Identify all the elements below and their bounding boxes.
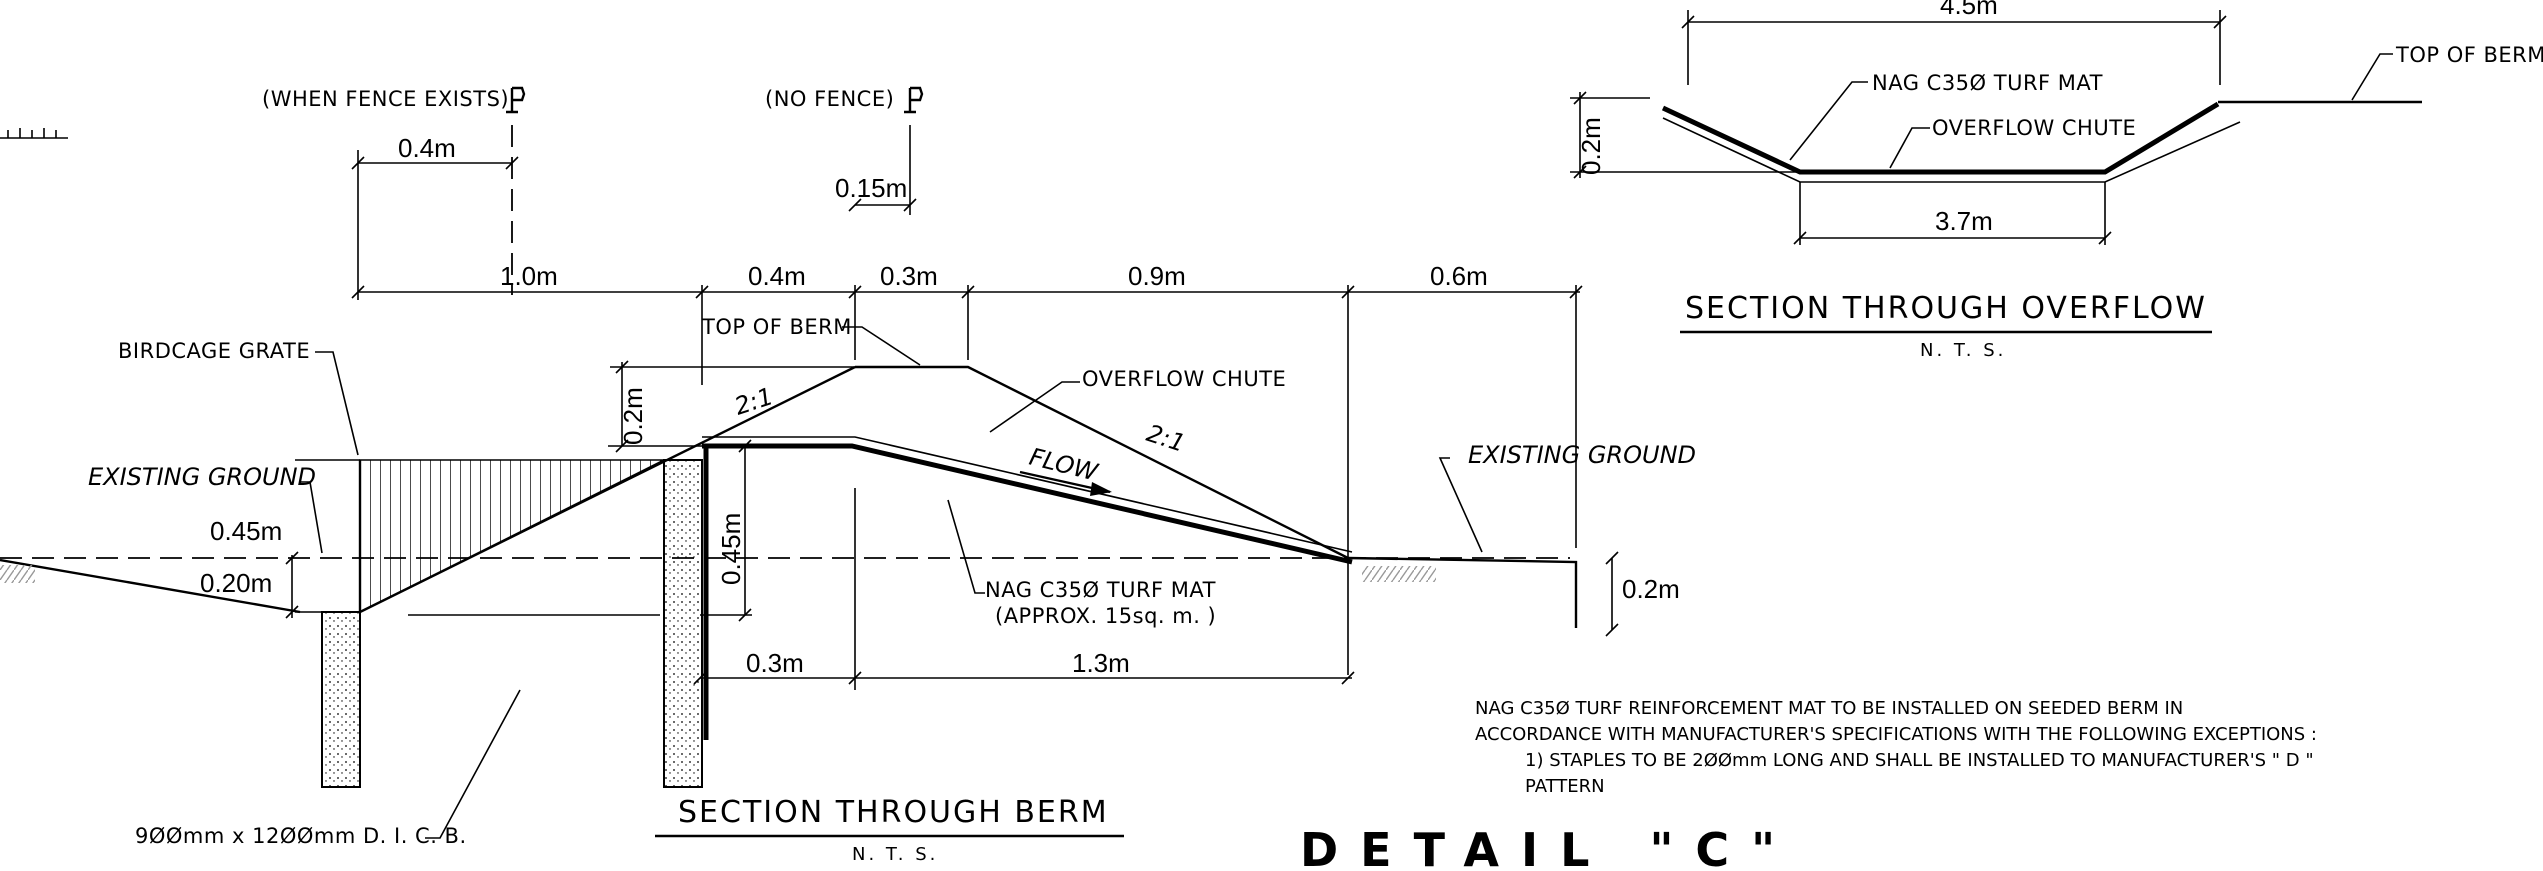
catchbasin-wall-left bbox=[321, 611, 361, 788]
note-line-1: NAG C35Ø TURF REINFORCEMENT MAT TO BE IN… bbox=[1475, 698, 2183, 719]
dim-045-vert: 0.45m bbox=[716, 513, 746, 585]
berm-section: (WHEN FENCE EXISTS) (NO FENCE) 0.4m 0.15… bbox=[0, 86, 1696, 865]
dim-chain-top bbox=[351, 285, 1583, 675]
dim-06: 0.6m bbox=[1430, 261, 1488, 291]
leader-lines bbox=[300, 326, 1483, 839]
flow-arrow-icon bbox=[1019, 470, 1112, 496]
dim-line-berm-height bbox=[608, 360, 855, 453]
ground-slope-left bbox=[0, 558, 301, 614]
turf-mat-label-2: (APPROX. 15sq. m. ) bbox=[995, 604, 1216, 628]
ground-symbol-icon bbox=[0, 128, 68, 139]
note-line-4: PATTERN bbox=[1525, 776, 1605, 797]
no-fence-label: (NO FENCE) bbox=[765, 87, 894, 111]
berm-section-scale: N. T. S. bbox=[852, 844, 938, 865]
dim-line-37 bbox=[1793, 182, 2112, 245]
gravel-hatch-right bbox=[1362, 566, 1436, 582]
dim-03-bottom: 0.3m bbox=[746, 648, 804, 678]
dim-04-fence: 0.4m bbox=[398, 133, 456, 163]
turf-mat-label-1: NAG C35Ø TURF MAT bbox=[985, 578, 1216, 602]
dim-45: 4.5m bbox=[1940, 0, 1998, 20]
turf-mat-chute bbox=[702, 443, 1353, 565]
dim-chain-bottom bbox=[693, 488, 1355, 690]
top-of-berm-label: TOP OF BERM bbox=[701, 315, 852, 339]
overflow-chute-label: OVERFLOW CHUTE bbox=[1082, 367, 1286, 391]
overflow-section: 4.5m 0.2m 3.7m NAG C35Ø TURF MAT OVERFLO… bbox=[1570, 0, 2543, 361]
dim-line-015 bbox=[848, 125, 917, 215]
slope-right-label: 2:1 bbox=[1143, 419, 1188, 458]
overflow-top-of-berm-label: TOP OF BERM bbox=[2395, 43, 2543, 67]
dim-04: 0.4m bbox=[748, 261, 806, 291]
berm-outline bbox=[855, 365, 1349, 560]
dim-02-right: 0.2m bbox=[1622, 574, 1680, 604]
overflow-turf-mat-label: NAG C35Ø TURF MAT bbox=[1872, 71, 2103, 95]
dim-line-right-02 bbox=[1605, 551, 1619, 637]
dim-10: 1.0m bbox=[500, 261, 558, 291]
berm-section-title: SECTION THROUGH BERM bbox=[678, 795, 1109, 830]
note-line-2: ACCORDANCE WITH MANUFACTURER'S SPECIFICA… bbox=[1475, 724, 2317, 745]
general-notes: NAG C35Ø TURF REINFORCEMENT MAT TO BE IN… bbox=[1475, 698, 2317, 797]
dim-03: 0.3m bbox=[880, 261, 938, 291]
dim-line-045-vert bbox=[700, 439, 752, 622]
dim-line-fence bbox=[351, 150, 519, 300]
dim-line-left-stack bbox=[285, 459, 360, 619]
dim-13-bottom: 1.3m bbox=[1072, 648, 1130, 678]
gravel-hatch-left bbox=[0, 565, 35, 583]
dim-020-left: 0.20m bbox=[200, 568, 272, 598]
catchbasin-wall-right bbox=[663, 459, 703, 788]
dim-09: 0.9m bbox=[1128, 261, 1186, 291]
overflow-profile bbox=[1661, 101, 2220, 175]
dim-line-45 bbox=[1681, 10, 2227, 85]
fence-post-icon bbox=[506, 86, 526, 295]
overflow-section-title: SECTION THROUGH OVERFLOW bbox=[1685, 291, 2207, 326]
no-fence-post-icon bbox=[904, 86, 924, 114]
flow-label: FLOW bbox=[1027, 443, 1102, 487]
existing-ground-left-label: EXISTING GROUND bbox=[88, 463, 316, 491]
note-line-3: 1) STAPLES TO BE 2ØØmm LONG AND SHALL BE… bbox=[1525, 750, 2314, 771]
overflow-chute-label-2: OVERFLOW CHUTE bbox=[1932, 116, 2136, 140]
existing-ground-right-label: EXISTING GROUND bbox=[1468, 441, 1696, 469]
slope-left-label: 2:1 bbox=[731, 382, 776, 421]
fence-label: (WHEN FENCE EXISTS) bbox=[262, 87, 509, 111]
berm-slope-inner bbox=[359, 365, 856, 614]
dicb-label: 9ØØmm x 12ØØmm D. I. C. B. bbox=[135, 824, 467, 848]
dim-line-02-overflow bbox=[1570, 91, 1798, 179]
dim-02-overflow: 0.2m bbox=[1576, 117, 1606, 175]
dim-37: 3.7m bbox=[1935, 206, 1993, 236]
ground-right bbox=[1347, 556, 1578, 628]
dim-02-berm: 0.2m bbox=[618, 387, 648, 445]
dim-015: 0.15m bbox=[835, 173, 907, 203]
overflow-section-scale: N. T. S. bbox=[1920, 340, 2006, 361]
detail-title: DETAIL "C" bbox=[1300, 823, 1797, 871]
birdcage-label: BIRDCAGE GRATE bbox=[118, 339, 310, 363]
dim-045-left: 0.45m bbox=[210, 516, 282, 546]
